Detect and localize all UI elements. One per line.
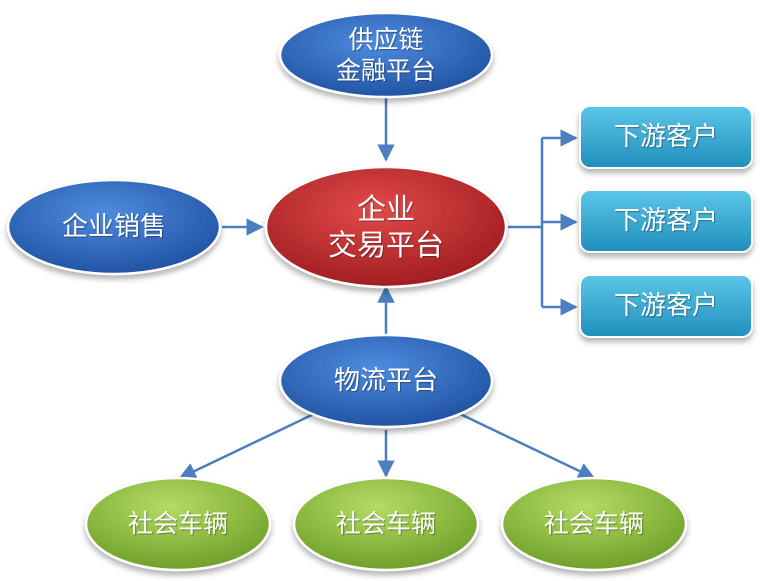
arrow-to-vehicle-1 — [178, 410, 319, 480]
node-downstream-3-shape — [579, 274, 753, 338]
node-logistics-label: 物流平台 — [333, 365, 438, 396]
node-downstream-2-shape — [579, 189, 753, 253]
node-downstream-1-shape — [579, 105, 753, 169]
node-vehicle-2-shape — [292, 476, 480, 572]
connectors — [178, 95, 596, 480]
node-vehicle-3-shape — [500, 476, 688, 572]
node-downstream-1-label: 下游客户 — [613, 121, 718, 152]
node-logistics-shape — [278, 333, 494, 429]
node-enterprise-sales-label: 企业销售 — [61, 211, 166, 242]
node-vehicle-1-shape — [84, 476, 272, 572]
node-downstream-2-label: 下游客户 — [613, 205, 718, 236]
node-trading-platform-shape — [264, 165, 508, 289]
arrow-to-vehicle-3 — [455, 410, 596, 480]
node-supply-chain-shape — [278, 11, 494, 99]
node-vehicle-2-label: 社会车辆 — [335, 509, 436, 539]
node-vehicle-3-label: 社会车辆 — [543, 509, 644, 539]
node-trading-platform-label: 企业 交易平台 — [327, 191, 444, 262]
node-vehicle-1-label: 社会车辆 — [127, 509, 228, 539]
node-enterprise-sales-shape — [6, 178, 222, 276]
node-downstream-3-label: 下游客户 — [613, 290, 718, 321]
node-supply-chain-label: 供应链 金融平台 — [335, 24, 436, 85]
